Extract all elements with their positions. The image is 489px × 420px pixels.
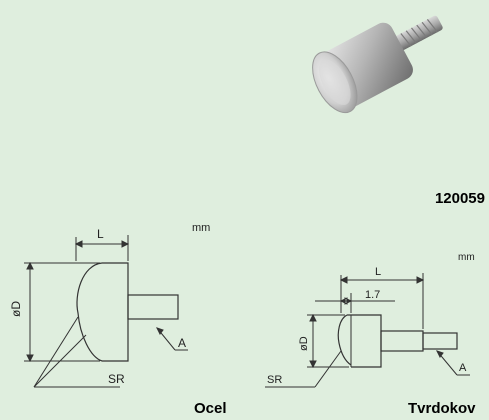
unit-label-left: mm: [192, 222, 211, 234]
carbide-offset-label: 1.7: [365, 289, 380, 301]
product-code: 120059: [434, 190, 485, 207]
material-carbide-caption: Tvrdokov: [408, 400, 476, 417]
steel-drawing: L øD SR A: [9, 227, 188, 388]
contact-point-photo: [312, 15, 443, 114]
carbide-length-label: L: [375, 266, 381, 278]
material-steel-caption: Ocel: [194, 400, 227, 417]
steel-thread-label: A: [178, 336, 186, 350]
carbide-diameter-label: øD: [298, 336, 310, 351]
carbide-thread-label: A: [459, 362, 467, 374]
steel-radius-label: SR: [108, 372, 125, 386]
carbide-radius-label: SR: [267, 374, 282, 386]
steel-length-label: L: [97, 227, 104, 241]
steel-diameter-label: øD: [9, 301, 23, 317]
carbide-drawing: L 1.7 øD SR A: [265, 266, 470, 388]
unit-label-right: mm: [458, 252, 475, 263]
